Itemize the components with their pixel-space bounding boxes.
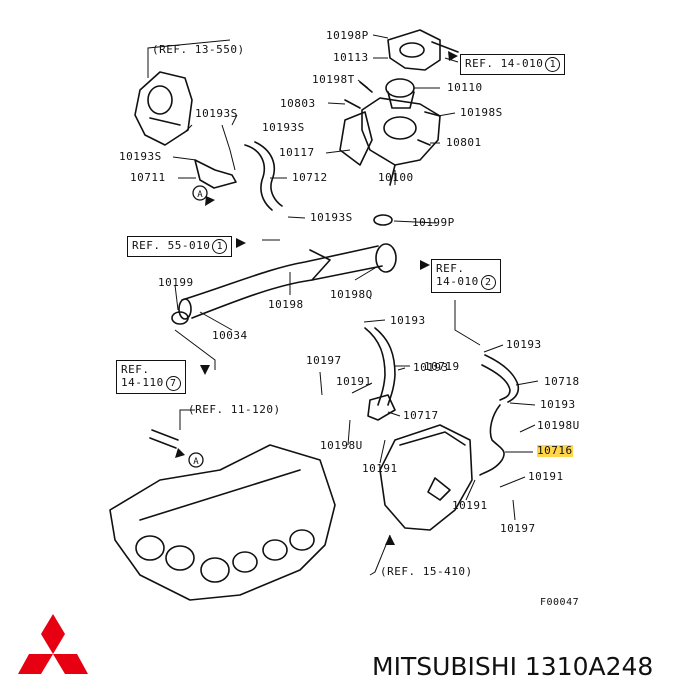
cylinder-head (109, 444, 336, 601)
ref-circle-number: 7 (165, 376, 181, 391)
part-label: 10191 (528, 470, 564, 483)
part-label: 10719 (424, 360, 460, 373)
part-label: 10198P (326, 29, 369, 42)
brand-caption: MITSUBISHI 1310A248 (372, 652, 654, 681)
ref-text: REF. (121, 363, 150, 376)
pipe-10716 (479, 404, 505, 476)
part-label: 10198Q (330, 288, 373, 301)
part-label: 10110 (447, 81, 483, 94)
part-label: 10199 (158, 276, 194, 289)
part-label: 10034 (212, 329, 248, 342)
mitsubishi-logo (18, 614, 88, 674)
part-label: 10191 (452, 499, 488, 512)
thermostat (385, 78, 415, 109)
part-label: 10193S (262, 121, 305, 134)
ref-label: (REF. 11-120) (188, 403, 281, 416)
part-label: 10198T (312, 73, 355, 86)
part-label: 10718 (544, 375, 580, 388)
callout-a-lower (188, 452, 204, 468)
part-label: 10712 (292, 171, 328, 184)
callout-a-upper-label: A (197, 190, 203, 200)
part-label: 10113 (333, 51, 369, 64)
part-label: 10801 (446, 136, 482, 149)
water-pipe-10034 (178, 243, 397, 320)
part-label: 10193S (195, 107, 238, 120)
part-label: 10191 (336, 375, 372, 388)
ref-circle-number: 1 (212, 239, 228, 254)
part-label: 10803 (280, 97, 316, 110)
part-label: 10191 (362, 462, 398, 475)
ref-label: (REF. 15-410) (380, 565, 473, 578)
ref-text: REF. 14-010 (465, 57, 544, 70)
part-label: 10100 (378, 171, 414, 184)
part-label: 10193 (390, 314, 426, 327)
part-label: 10711 (130, 171, 166, 184)
stud-10803 (344, 99, 361, 109)
throttle-body (134, 71, 193, 146)
ref-text: REF. (436, 262, 465, 275)
ref-label: (REF. 13-550) (152, 43, 245, 56)
callout-a-upper (192, 185, 208, 201)
bracket-10711 (194, 159, 237, 189)
ref-text: REF. 55-010 (132, 239, 211, 252)
logo-diamond-top (41, 614, 65, 654)
ref-circle-number: 2 (480, 275, 496, 290)
part-label: 10199P (412, 216, 455, 229)
o-ring-10199 (171, 311, 189, 325)
hose-10712 (244, 144, 273, 211)
thermostat-housing-cover (387, 29, 459, 71)
bolt-10801 (417, 139, 431, 146)
part-label: 10193S (119, 150, 162, 163)
part-label: 10198U (320, 439, 363, 452)
fitting-10717 (367, 394, 396, 421)
ref-circle-number: 1 (545, 57, 561, 72)
part-label: 10198U (537, 419, 580, 432)
thermostat-housing (339, 97, 441, 186)
part-label: 10198 (268, 298, 304, 311)
bolt-10198s (424, 111, 441, 117)
part-label: 10198S (460, 106, 503, 119)
pin-11-120 (151, 429, 179, 441)
part-label: 10717 (403, 409, 439, 422)
part-label: 10193S (310, 211, 353, 224)
logo-diamond-right (53, 654, 88, 674)
figure-code: F00047 (540, 597, 580, 608)
logo-diamond-left (18, 654, 53, 674)
part-label-highlighted: 10716 (537, 444, 573, 457)
part-label: 10193 (506, 338, 542, 351)
intake-manifold (379, 424, 473, 531)
part-label: 10193 (540, 398, 576, 411)
gasket-10199p (373, 214, 393, 226)
part-label: 10117 (279, 146, 315, 159)
hose-10719 (364, 327, 386, 406)
part-label: 10197 (306, 354, 342, 367)
callout-a-lower-label: A (193, 457, 199, 467)
part-label: 10197 (500, 522, 536, 535)
ref-text: 14-010 (436, 275, 479, 288)
part-label: 10193 (413, 361, 449, 374)
ref-text: 14-110 (121, 376, 164, 389)
